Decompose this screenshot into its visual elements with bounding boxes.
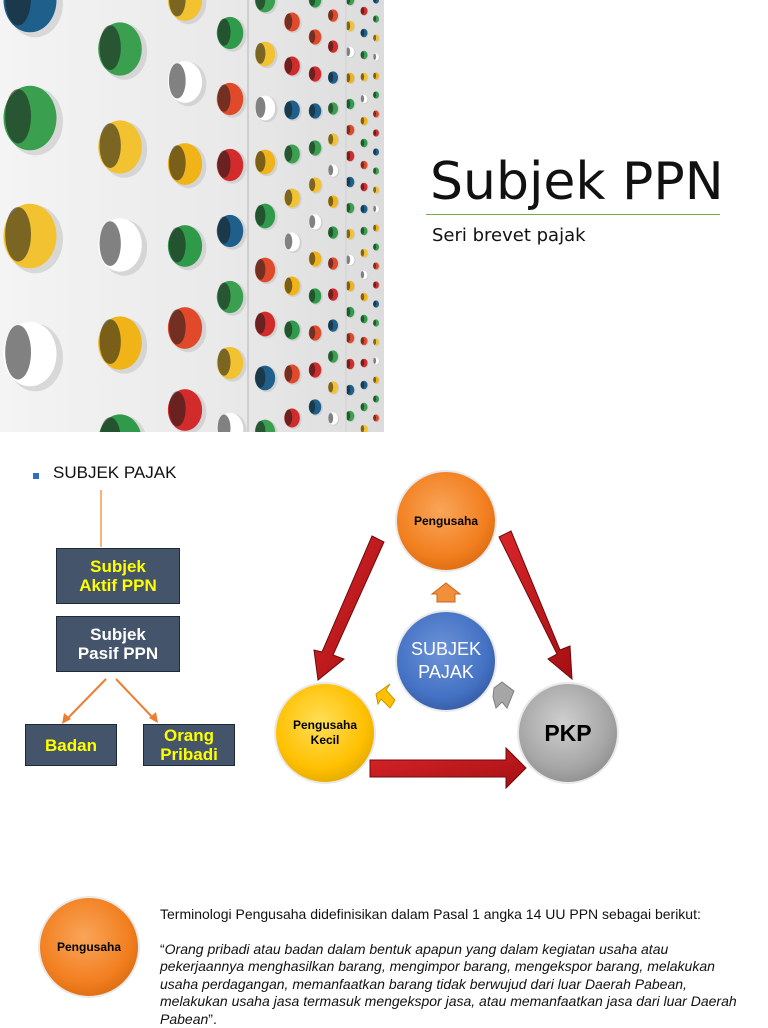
- definition-intro: Terminologi Pengusaha didefinisikan dala…: [160, 906, 750, 924]
- box-badan: Badan: [25, 724, 117, 766]
- definition-quote: “Orang pribadi atau badan dalam bentuk a…: [160, 941, 750, 1028]
- page-subtitle: Seri brevet pajak: [432, 225, 586, 246]
- label-subjek-pajak: SUBJEK PAJAK: [396, 636, 496, 686]
- quote-close: ”.: [208, 1011, 217, 1027]
- label-pengusaha: Pengusaha: [396, 506, 496, 536]
- bullet-icon: [33, 473, 39, 479]
- label-pkp: PKP: [518, 713, 618, 753]
- title-underline: [426, 214, 720, 215]
- slide-title: Subjek PPN Seri brevet pajak: [0, 0, 768, 432]
- page-title: Subjek PPN: [430, 152, 724, 212]
- box-subjek-aktif: Subjek Aktif PPN: [56, 548, 180, 604]
- quote-body: Orang pribadi atau badan dalam bentuk ap…: [160, 941, 737, 1027]
- bullet-subjek-pajak: SUBJEK PAJAK: [53, 463, 176, 483]
- label-pengusaha-definition: Pengusaha: [39, 932, 139, 962]
- box-orang-pribadi: Orang Pribadi: [143, 724, 235, 766]
- box-subjek-pasif: Subjek Pasif PPN: [56, 616, 180, 672]
- definition-text: Terminologi Pengusaha didefinisikan dala…: [160, 906, 750, 1028]
- label-pengusaha-kecil: Pengusaha Kecil: [275, 713, 375, 753]
- perforated-panel-photo: [0, 0, 384, 432]
